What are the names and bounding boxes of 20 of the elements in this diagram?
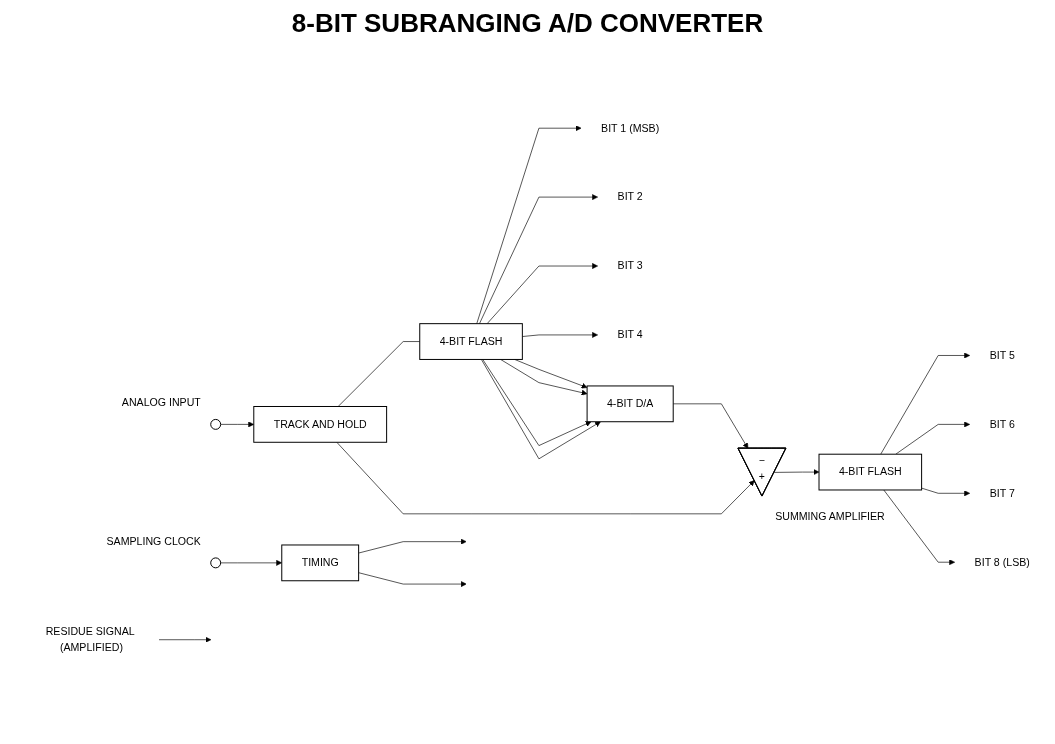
node-box: TIMING (281, 544, 360, 582)
node-box: 4-BIT FLASH (419, 323, 523, 360)
node-circle (210, 557, 222, 569)
node-text: BIT 5 (989, 349, 1015, 361)
node-box: TRACK AND HOLD (253, 406, 388, 443)
diagram-title: 8-BIT SUBRANGING A/D CONVERTER (290, 8, 765, 39)
node-label: SAMPLING CLOCK (106, 535, 201, 547)
node-label: ANALOG INPUT (121, 396, 201, 409)
node-circle (210, 418, 222, 430)
node-text: BIT 4 (617, 329, 643, 341)
node-box: 4-BIT FLASH (818, 453, 923, 491)
node-text: BIT 3 (617, 260, 643, 272)
node-text: BIT 8 (LSB) (974, 556, 1030, 568)
node-box: 4-BIT D/A (586, 385, 674, 423)
node-text: BIT 7 (989, 487, 1015, 499)
node-text: BIT 6 (989, 418, 1015, 430)
node-text: BIT 1 (MSB) (601, 122, 660, 134)
node-text: RESIDUE SIGNAL (AMPLIFIED) (45, 625, 135, 654)
node-label: SUMMING AMPLIFIER (775, 510, 885, 522)
node-text: BIT 2 (617, 191, 643, 203)
